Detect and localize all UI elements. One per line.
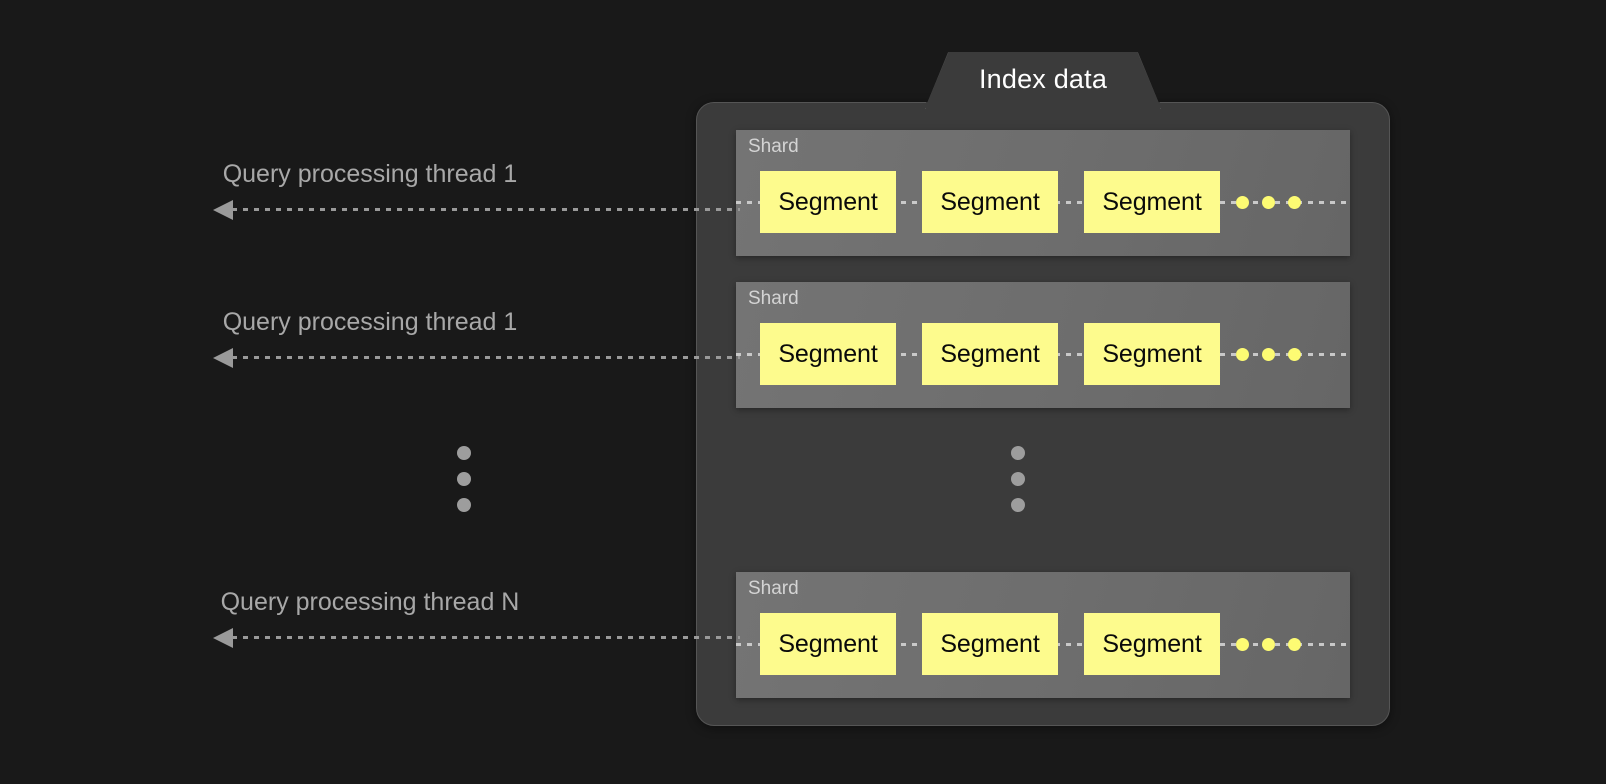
segment-box: Segment	[922, 171, 1058, 233]
segment-label: Segment	[940, 187, 1040, 216]
ellipsis-dot-icon	[457, 472, 471, 486]
more-segments-dot-icon	[1236, 638, 1249, 651]
segment-label: Segment	[1102, 629, 1202, 658]
segment-label: Segment	[1102, 339, 1202, 368]
shard-block: Shard Segment Segment Segment	[736, 572, 1350, 698]
segment-box: Segment	[760, 613, 896, 675]
more-segments-dot-icon	[1262, 348, 1275, 361]
segment-label: Segment	[1102, 187, 1202, 216]
segment-box: Segment	[760, 171, 896, 233]
more-segments-dot-icon	[1236, 196, 1249, 209]
query-thread-row: Query processing thread N	[0, 588, 740, 658]
shard-label: Shard	[748, 136, 799, 157]
left-arrow-icon	[213, 628, 233, 648]
segment-box: Segment	[1084, 323, 1220, 385]
segment-box: Segment	[760, 323, 896, 385]
query-thread-row: Query processing thread 1	[0, 160, 740, 230]
segment-box: Segment	[1084, 171, 1220, 233]
segment-label: Segment	[778, 187, 878, 216]
segment-label: Segment	[940, 629, 1040, 658]
shard-label: Shard	[748, 288, 799, 309]
more-segments-dot-icon	[1236, 348, 1249, 361]
segment-box: Segment	[922, 613, 1058, 675]
ellipsis-dot-icon	[1011, 446, 1025, 460]
query-thread-label: Query processing thread 1	[222, 160, 518, 188]
shard-label: Shard	[748, 578, 799, 599]
segment-label: Segment	[778, 339, 878, 368]
segment-row: Segment Segment Segment	[736, 323, 1350, 385]
query-thread-row: Query processing thread 1	[0, 308, 740, 378]
segment-row: Segment Segment Segment	[736, 171, 1350, 233]
ellipsis-dot-icon	[457, 446, 471, 460]
segment-label: Segment	[778, 629, 878, 658]
index-data-tab: Index data	[925, 52, 1161, 108]
query-thread-arrow-line	[232, 208, 740, 211]
left-arrow-icon	[213, 348, 233, 368]
more-segments-dot-icon	[1262, 196, 1275, 209]
ellipsis-dot-icon	[1011, 498, 1025, 512]
query-thread-label: Query processing thread 1	[222, 308, 518, 336]
segment-box: Segment	[922, 323, 1058, 385]
query-thread-arrow-line	[232, 356, 740, 359]
shard-block: Shard Segment Segment Segment	[736, 282, 1350, 408]
left-arrow-icon	[213, 200, 233, 220]
query-thread-label: Query processing thread N	[220, 588, 520, 616]
segment-label: Segment	[940, 339, 1040, 368]
more-segments-dot-icon	[1288, 638, 1301, 651]
shard-block: Shard Segment Segment Segment	[736, 130, 1350, 256]
query-thread-arrow-line	[232, 636, 740, 639]
ellipsis-dot-icon	[457, 498, 471, 512]
more-segments-dot-icon	[1288, 196, 1301, 209]
segment-row: Segment Segment Segment	[736, 613, 1350, 675]
more-segments-dot-icon	[1262, 638, 1275, 651]
segment-box: Segment	[1084, 613, 1220, 675]
ellipsis-dot-icon	[1011, 472, 1025, 486]
index-data-title: Index data	[978, 63, 1108, 94]
more-segments-dot-icon	[1288, 348, 1301, 361]
